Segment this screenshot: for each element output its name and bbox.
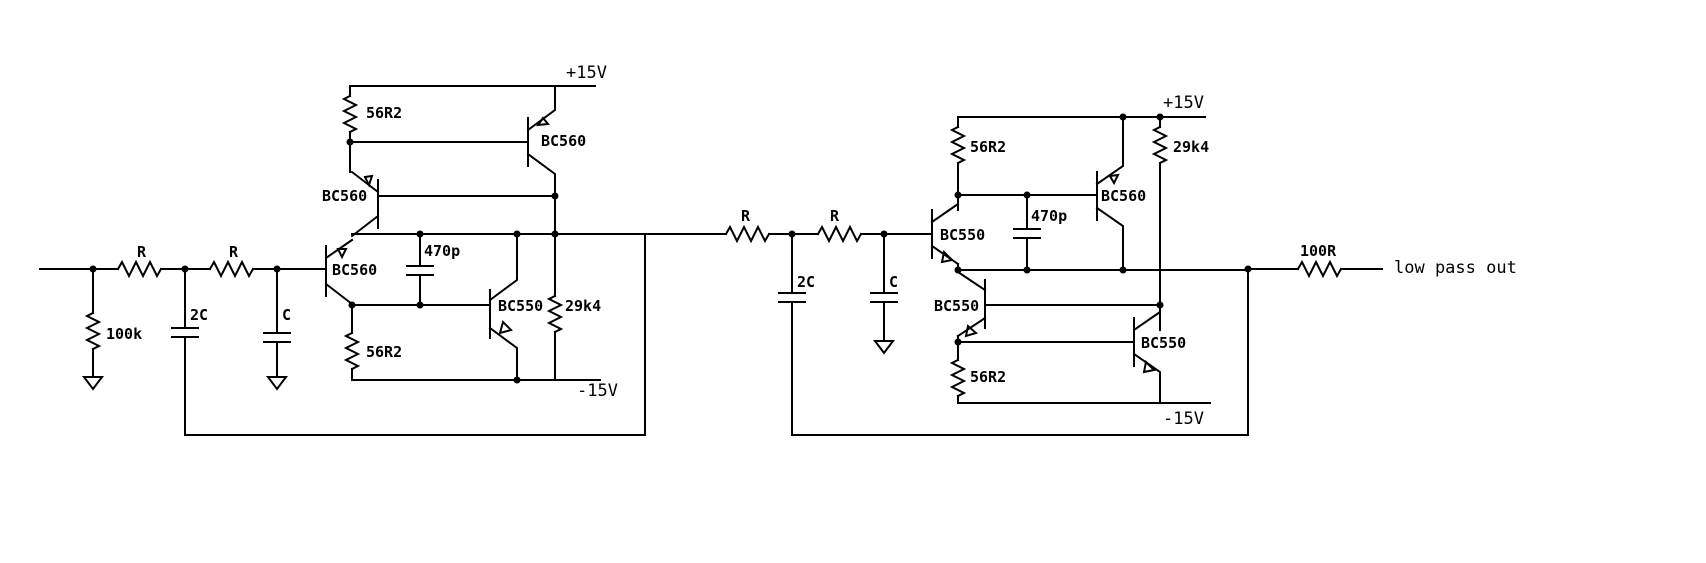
capacitor-2c (778, 292, 806, 303)
label-pos-15v: +15V (1163, 93, 1204, 113)
label-bc560-input: BC560 (332, 261, 377, 279)
transistor-bc560-mid (350, 170, 380, 238)
transistor-bc560-top (526, 85, 556, 197)
label-output: low pass out (1394, 258, 1517, 278)
label-56r2-top: 56R2 (366, 104, 402, 122)
label-100r: 100R (1300, 242, 1337, 260)
resistor-r2 (208, 259, 255, 279)
label-neg-15v: -15V (577, 381, 618, 401)
resistor-r1 (116, 259, 163, 279)
label-2c: 2C (190, 306, 208, 324)
resistor-100r (1296, 259, 1343, 279)
label-pos-15v: +15V (566, 63, 607, 83)
label-56r2-top: 56R2 (970, 138, 1006, 156)
label-56r2-bottom: 56R2 (970, 368, 1006, 386)
label-2c: 2C (797, 273, 815, 291)
label-bc550: BC550 (498, 297, 543, 315)
resistor-29k4 (546, 294, 564, 334)
resistor-29k4 (1151, 125, 1169, 165)
label-470p: 470p (424, 242, 460, 260)
resistor-r4 (816, 224, 863, 244)
ground-symbol (266, 376, 288, 391)
capacitor-470p (406, 265, 434, 276)
transistor-bc550-input (930, 202, 960, 266)
label-29k4: 29k4 (565, 297, 601, 315)
label-bc560-top: BC560 (541, 132, 586, 150)
resistor-56r2-bottom (949, 358, 967, 398)
label-neg-15v: -15V (1163, 409, 1204, 429)
capacitor-2c (171, 327, 199, 338)
stage-2: R R 2C C BC550 470p BC560 56R2 29k4 BC55… (644, 93, 1517, 436)
label-c: C (282, 306, 291, 324)
label-100k: 100k (106, 325, 142, 343)
capacitor-c (263, 332, 291, 343)
capacitor-470p (1013, 228, 1041, 239)
label-29k4: 29k4 (1173, 138, 1209, 156)
label-r4: R (830, 207, 840, 225)
resistor-56r2-top (949, 125, 967, 165)
resistor-r3 (724, 224, 771, 244)
label-bc550-input: BC550 (940, 226, 985, 244)
transistor-bc550 (488, 233, 518, 381)
resistor-56r2-top (341, 94, 359, 134)
label-bc560-mid: BC560 (322, 187, 367, 205)
label-r2: R (229, 243, 239, 261)
stage-1: R R 100k 2C C 56R2 BC560 BC560 BC560 470… (39, 63, 646, 436)
ground-symbol (82, 376, 104, 391)
label-r1: R (137, 243, 147, 261)
label-bc550-mid: BC550 (934, 297, 979, 315)
label-c: C (889, 273, 898, 291)
label-bc550-bottom: BC550 (1141, 334, 1186, 352)
transistor-bc560 (1095, 116, 1124, 271)
label-470p: 470p (1031, 207, 1067, 225)
label-56r2-bottom: 56R2 (366, 343, 402, 361)
capacitor-c (870, 292, 898, 303)
ground-symbol (873, 340, 895, 355)
transistor-bc550-bottom (1132, 310, 1162, 404)
label-r3: R (741, 207, 751, 225)
resistor-100k (84, 311, 102, 351)
label-bc560: BC560 (1101, 187, 1146, 205)
resistor-56r2-bottom (343, 331, 361, 371)
